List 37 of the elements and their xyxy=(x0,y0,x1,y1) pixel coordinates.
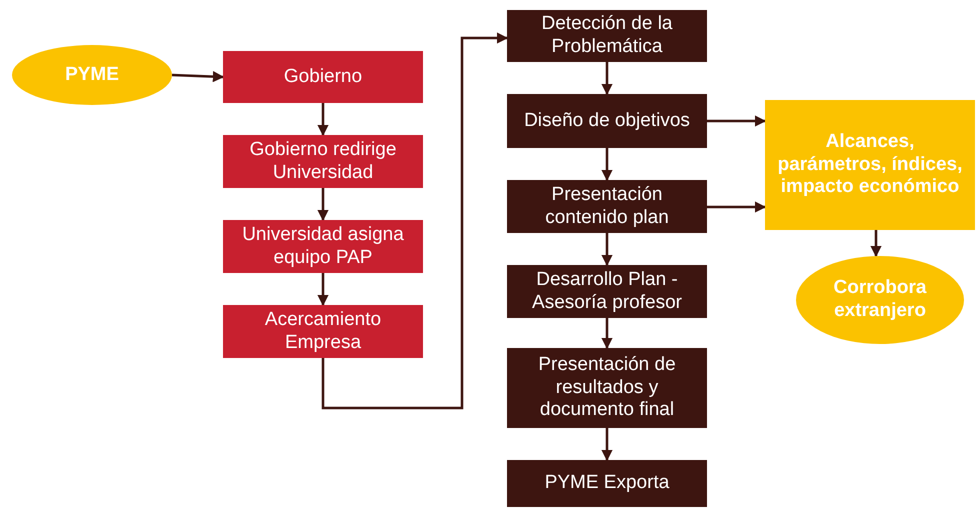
node-label: Presentación contenido plan xyxy=(544,184,670,230)
arrow xyxy=(172,70,224,82)
node-label: Alcances, parámetros, índices, impacto económico xyxy=(776,130,964,200)
process-box xyxy=(507,10,707,62)
arrow xyxy=(601,318,613,350)
process-box xyxy=(507,460,707,507)
process-box xyxy=(765,100,975,230)
process-box xyxy=(223,135,423,188)
node-label: Acercamiento Empresa xyxy=(264,308,382,354)
arrow xyxy=(601,62,613,96)
process-box xyxy=(507,94,707,148)
node-label: Universidad asigna equipo PAP xyxy=(241,224,405,270)
arrow xyxy=(870,230,882,258)
arrow xyxy=(322,32,508,410)
node-label: Gobierno xyxy=(284,66,362,88)
arrow xyxy=(601,148,613,182)
arrow xyxy=(317,188,329,222)
process-box xyxy=(507,348,707,428)
node-label: PYME xyxy=(65,64,119,86)
arrow xyxy=(601,233,613,266)
arrow xyxy=(707,201,766,213)
node-label: Corrobora extranjero xyxy=(832,277,928,323)
node-label: PYME Exporta xyxy=(544,472,670,495)
process-box xyxy=(223,305,423,358)
node-label: Diseño de objetivos xyxy=(524,110,690,132)
node-label: Detección de la Problemática xyxy=(540,13,674,59)
process-box xyxy=(223,51,423,103)
arrow xyxy=(601,428,613,462)
process-box xyxy=(223,220,423,273)
arrow xyxy=(707,115,766,127)
process-box xyxy=(507,180,707,233)
arrow xyxy=(317,273,329,306)
process-box xyxy=(507,265,707,318)
node-label: Gobierno redirige Universidad xyxy=(248,138,398,184)
node-label: Desarrollo Plan - Asesoría profesor xyxy=(531,268,683,314)
node-label: Presentación de resultados y documento final xyxy=(537,354,677,422)
arrow xyxy=(317,103,329,136)
